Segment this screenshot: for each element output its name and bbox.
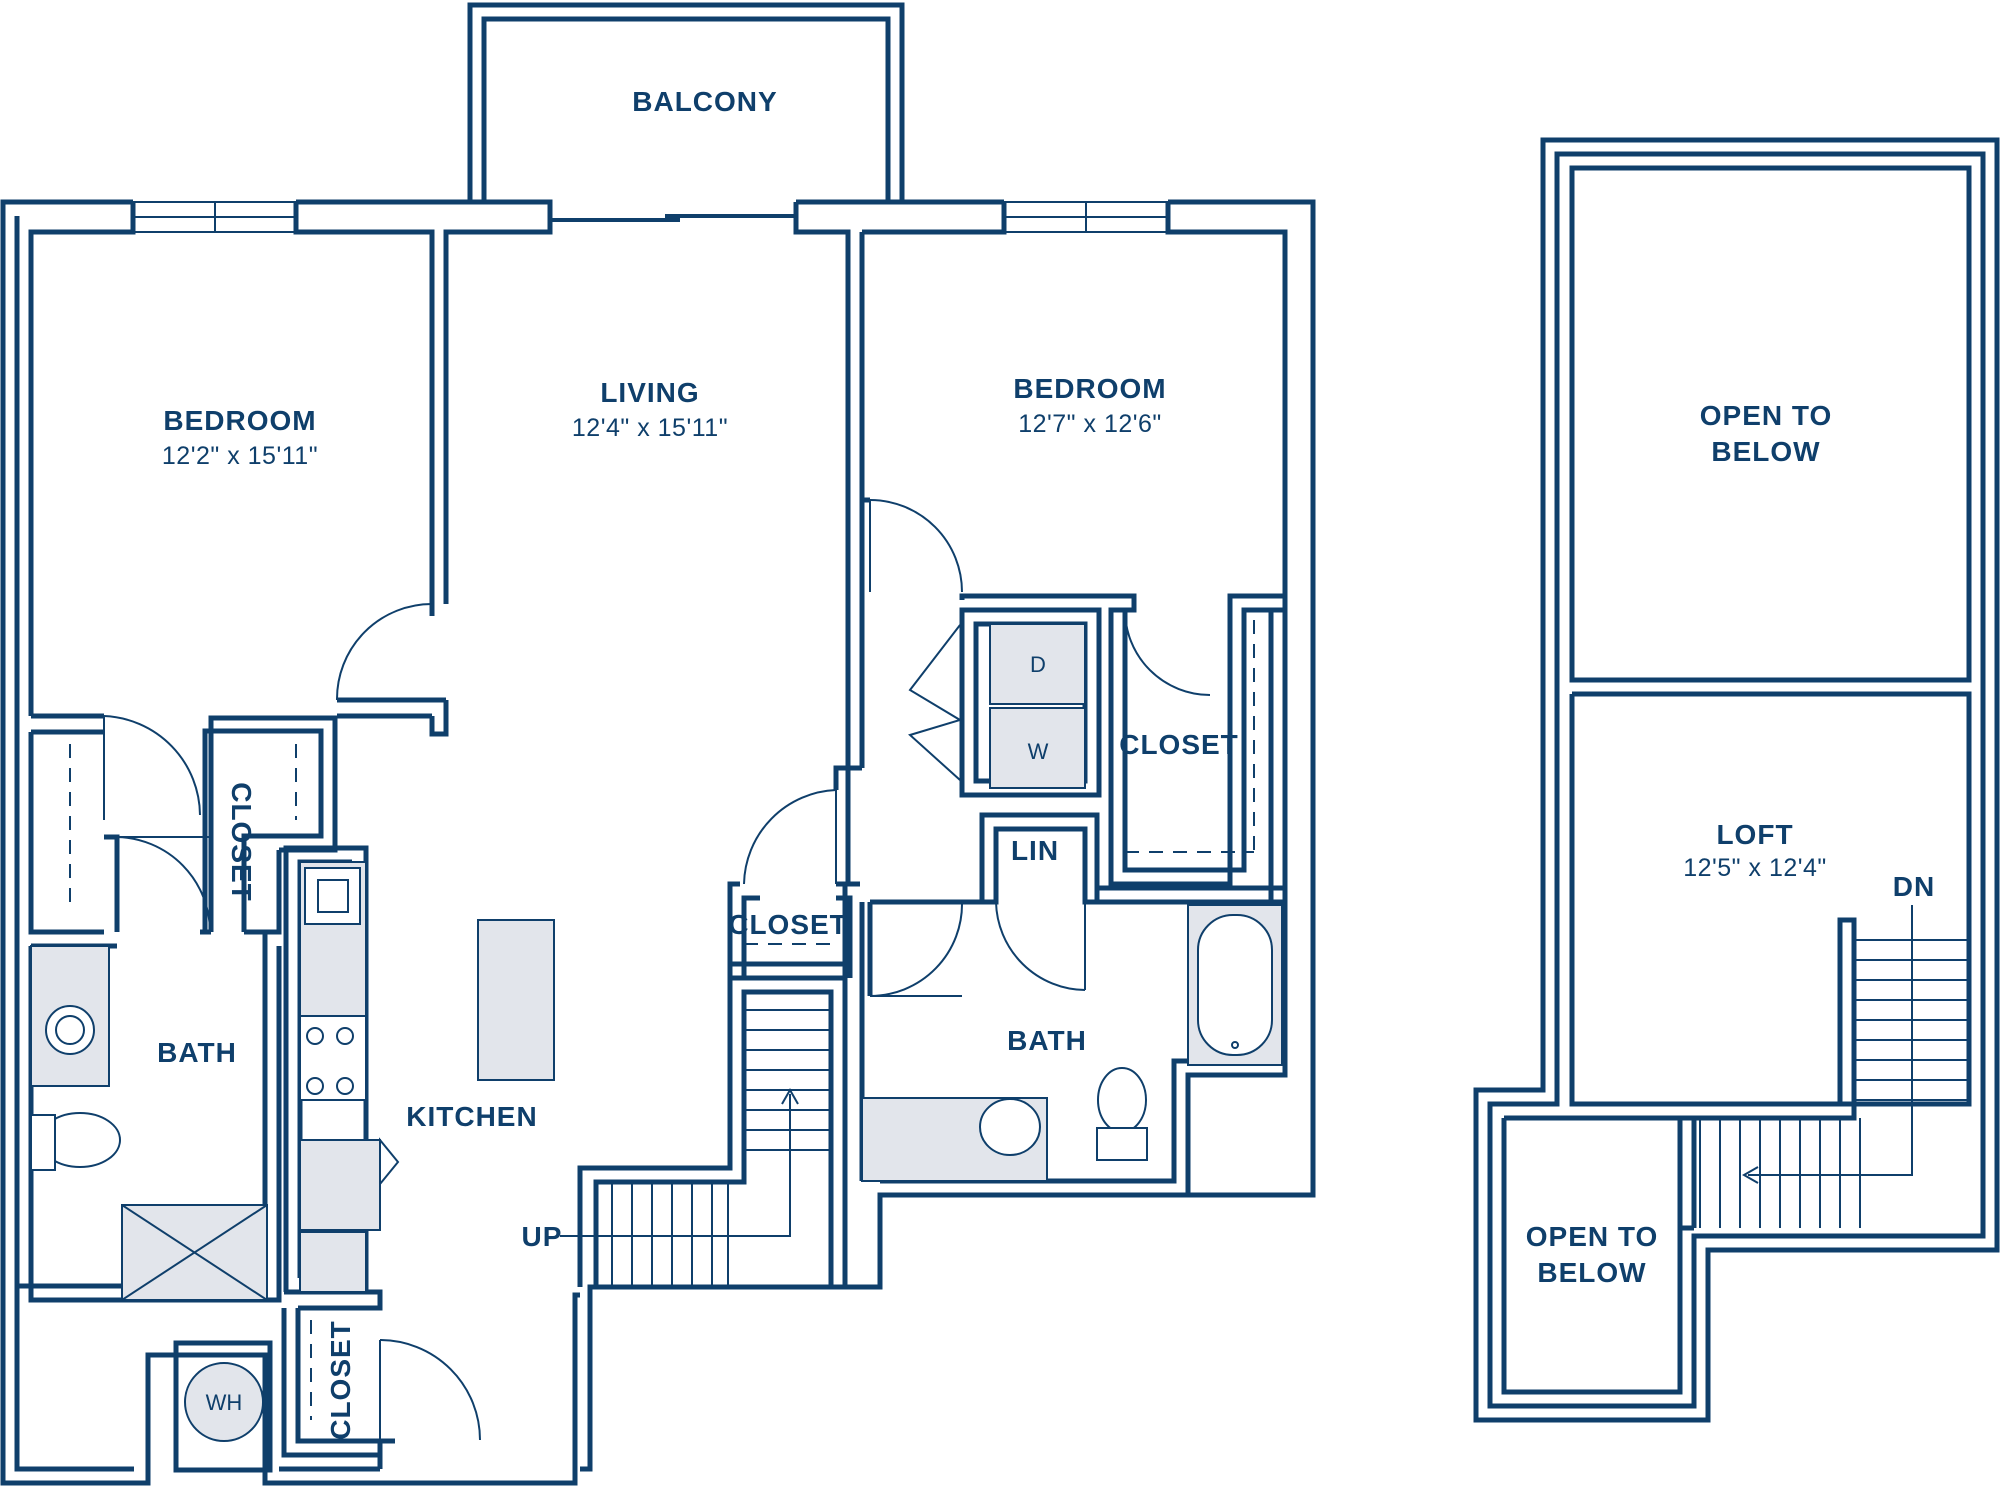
- bath-left-label: BATH: [157, 1037, 237, 1068]
- open-to-below-top-line1: OPEN TO: [1700, 400, 1833, 431]
- loft-label: LOFT: [1716, 819, 1793, 850]
- bath-right-label: BATH: [1007, 1025, 1087, 1056]
- stairs-down-label: DN: [1893, 871, 1935, 902]
- dryer-label: D: [1030, 652, 1046, 677]
- stair-treads-up: [611, 1009, 831, 1287]
- living-dims: 12'4" x 15'11": [572, 414, 728, 442]
- open-to-below-bottom-line2: BELOW: [1537, 1257, 1646, 1288]
- stair-treads-down: [1699, 939, 1969, 1228]
- windows: [132, 201, 1169, 233]
- right-wing: [848, 497, 1288, 1195]
- closet-bottom-label: CLOSET: [325, 1320, 356, 1440]
- loft-floor: [1473, 137, 2000, 1423]
- open-to-below-top-line2: BELOW: [1711, 436, 1820, 467]
- left-wing: [14, 603, 481, 1473]
- stairs-up-label: UP: [522, 1221, 563, 1252]
- balcony-label: BALCONY: [632, 86, 777, 117]
- linen-label: LIN: [1011, 835, 1059, 866]
- balcony: [467, 2, 905, 202]
- closet-mid-label: CLOSET: [728, 909, 848, 940]
- open-to-below-bottom-line1: OPEN TO: [1526, 1221, 1659, 1252]
- closet-left-label: CLOSET: [226, 782, 257, 902]
- bedroom-left-dims: 12'2" x 15'11": [162, 442, 318, 470]
- loft-dims: 12'5" x 12'4": [1683, 854, 1827, 882]
- bedroom-right-label: BEDROOM: [1013, 373, 1166, 404]
- washer-label: W: [1028, 739, 1049, 764]
- living-label: LIVING: [600, 377, 699, 408]
- bedroom-right-dims: 12'7" x 12'6": [1018, 410, 1162, 438]
- kitchen-label: KITCHEN: [406, 1101, 537, 1132]
- water-heater-label: WH: [206, 1390, 243, 1415]
- stair-core: [560, 765, 860, 1287]
- bedroom-left-label: BEDROOM: [163, 405, 316, 436]
- main-floor: [0, 2, 1316, 1486]
- kitchen-counters: [283, 845, 555, 1293]
- closet-right-label: CLOSET: [1119, 729, 1239, 760]
